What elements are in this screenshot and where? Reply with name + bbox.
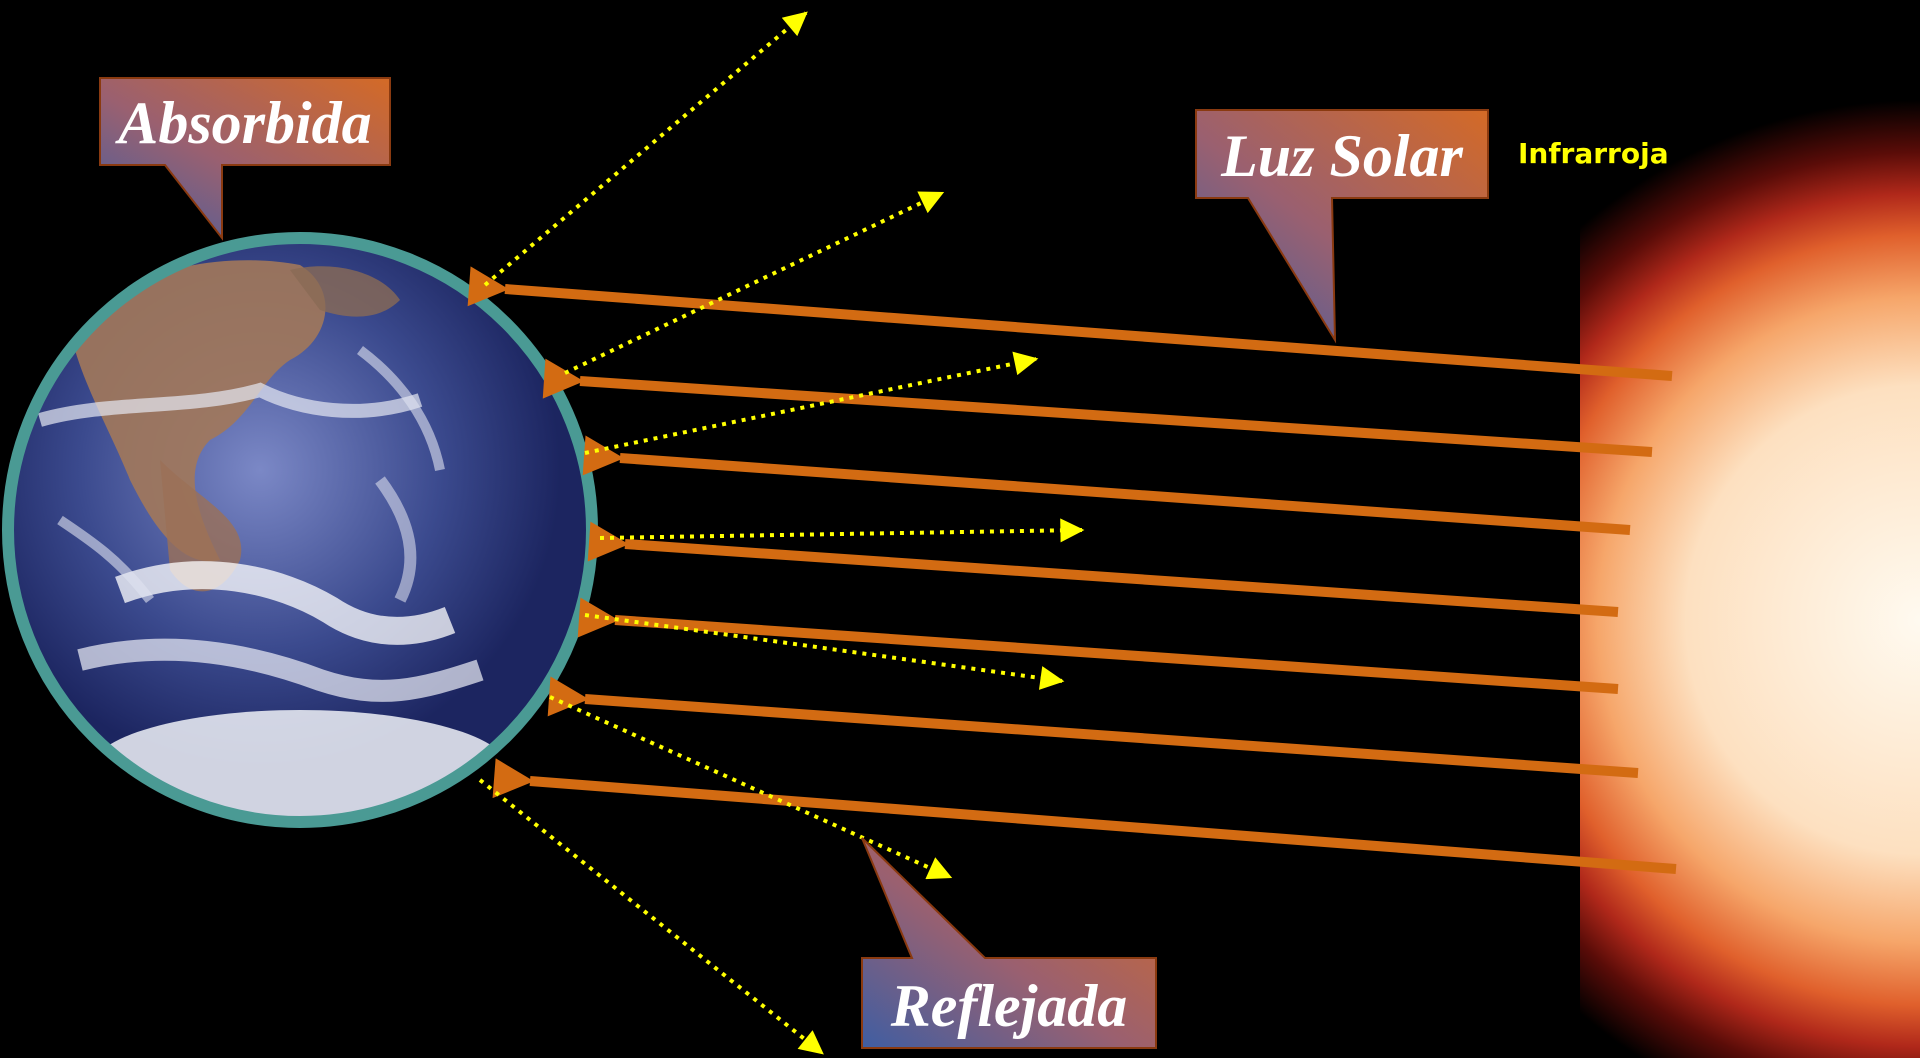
reflected-ray [478,778,824,1055]
sunlight-ray [467,266,1673,381]
sunlight-ray [542,358,1653,457]
reflected-label: Reflejada [890,973,1128,1039]
callout-sunlight: Luz Solar [1195,109,1489,344]
callout-absorbed: Absorbida [99,77,391,241]
sunlight-ray [492,758,1677,874]
sunlight-label: Luz Solar [1220,123,1463,189]
earth-globe-icon [2,232,598,828]
reflected-ray [599,518,1085,543]
sunlight-ray [577,597,1619,694]
infrared-label: Infrarroja [1518,137,1669,170]
reflected-ray [564,191,945,375]
sunlight-ray [582,435,1631,535]
sunlight-rays [467,266,1677,874]
reflected-ray [549,695,953,880]
sunlight-ray [587,521,1619,617]
reflected-ray [584,613,1065,690]
reflected-rays [478,11,1085,1055]
reflected-ray [584,351,1039,455]
reflected-ray [483,11,808,287]
sunlight-ray [547,676,1639,778]
sun-icon [1580,90,1920,1058]
callout-reflected: Reflejada [861,837,1157,1049]
absorbed-label: Absorbida [114,90,371,156]
